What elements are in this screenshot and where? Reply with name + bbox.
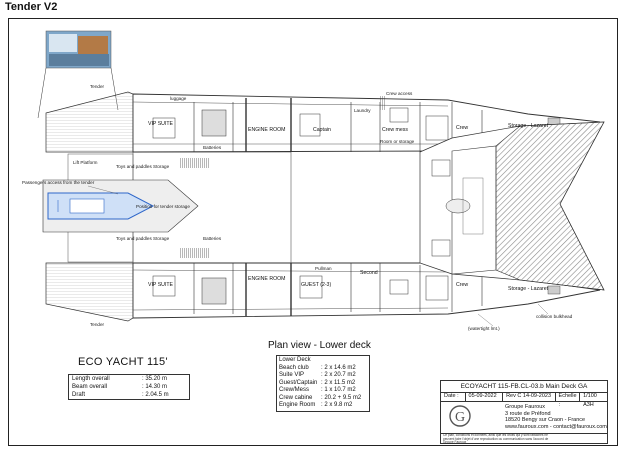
title-block-meta: Date : 05-09-2022 Rev C 14-09-2023 Echel…: [441, 392, 607, 408]
label-pullman: Pullman: [315, 266, 332, 271]
revision: Rev C 14-09-2023: [503, 392, 556, 401]
label-tender-top: Tender: [90, 84, 105, 89]
date-value: 05-09-2022: [466, 392, 504, 401]
label-crew-bottom: Crew: [456, 282, 468, 288]
company-address: Groupe Fauroux 3 route de Préfond 18520 …: [505, 404, 607, 430]
company-logo: G: [449, 405, 471, 427]
drawing-title: ECOYACHT 115-FB.CL-03.b Main Deck GA: [441, 381, 607, 393]
label-collision-bulkhead: collision bulkhead: [536, 314, 573, 319]
drawing-sheet: [8, 18, 618, 446]
label-storage-bottom: Storage - Lazaret: [508, 286, 549, 292]
spec-row: Beam overall: 14.30 m: [72, 384, 168, 390]
label-passengers-access: Passengers access from the tender: [22, 180, 95, 185]
company-name: Groupe Fauroux: [505, 404, 546, 410]
specs-table: Length overall: 35.20 m Beam overall: 14…: [68, 374, 190, 400]
deck-row: Engine Room: 2 x 9.8 m2: [279, 402, 353, 408]
label-crew-top: Crew: [456, 125, 468, 131]
label-vip-suite-bottom: VIP SUITE: [148, 282, 174, 288]
deck-row: Guest/Captain: 2 x 11.5 m2: [279, 379, 356, 386]
legal-notes: Ce plan, conditions et données, ainsi qu…: [443, 433, 549, 445]
spec-row: Draft: 2.04.5 m: [72, 392, 169, 398]
label-watertight: (watertight lmt.): [468, 326, 500, 331]
title-block: ECOYACHT 115-FB.CL-03.b Main Deck GA Dat…: [440, 380, 608, 444]
label-guest: GUEST (2-3): [301, 282, 331, 288]
model-name: ECO YACHT 115': [78, 356, 168, 368]
address-line-2: 18520 Bengy sur Craon - France: [505, 417, 586, 423]
label-crew-mess: Crew mess: [382, 127, 408, 133]
label-toys-bottom: Toys and paddles Storage: [116, 236, 170, 241]
label-engine-room-bottom: ENGINE ROOM: [248, 276, 285, 282]
label-engine-room-top: ENGINE ROOM: [248, 127, 285, 133]
label-batteries-bottom: Batteries: [203, 236, 222, 241]
label-luggage: luggage: [170, 96, 187, 101]
label-tender-bottom: Tender: [90, 322, 105, 327]
lower-deck-areas: Lower Deck Beach club: 2 x 14.6 m2 Suite…: [276, 355, 370, 412]
deck-plan: VIP SUITE ENGINE ROOM Captain Crew mess …: [22, 30, 605, 331]
center-deck: [42, 121, 605, 291]
label-vip-suite-top: VIP SUITE: [148, 121, 174, 127]
deck-row: Crew cabine: 20.2 + 9.5 m2: [279, 394, 362, 401]
label-toys-top: Toys and paddles Storage: [116, 164, 170, 169]
label-storage-top: Storage - Lazaret: [508, 123, 549, 129]
plan-view-title: Plan view - Lower deck: [268, 340, 371, 351]
date-label: Date :: [441, 392, 466, 401]
page-title: Tender V2: [5, 1, 58, 13]
label-batteries-top: Batteries: [203, 145, 222, 150]
label-lift-platform: Lift Platform: [73, 160, 98, 165]
company-info: G Groupe Fauroux 3 route de Préfond 1852…: [441, 401, 607, 434]
company-web: www.fauroux.com - contact@fauroux.com: [505, 423, 607, 430]
interior-render-thumbnail: [37, 30, 119, 119]
label-laundry: Laundry: [354, 108, 371, 113]
lower-deck-heading: Lower Deck: [279, 357, 311, 363]
label-second: Second: [360, 270, 378, 276]
scale-label: Echelle :: [556, 392, 581, 408]
callout-lines: [87, 185, 549, 327]
address-line-1: 3 route de Préfond: [505, 410, 551, 417]
label-crew-access: Crew access: [386, 91, 413, 96]
spec-row: Length overall: 35.20 m: [72, 376, 168, 382]
deck-row: Crew/Mess: 1 x 10.7 m2: [279, 387, 356, 393]
deck-row: Suite VIP: 2 x 20.7 m2: [279, 372, 356, 378]
label-tender-position: Position for tender storage: [136, 204, 190, 209]
label-room-storage: Room or storage: [380, 139, 415, 144]
scale-value: 1/100 A3H: [583, 393, 597, 408]
deck-row: Beach club: 2 x 14.6 m2: [279, 364, 356, 371]
svg-text:G: G: [455, 410, 465, 425]
label-captain: Captain: [313, 127, 331, 133]
